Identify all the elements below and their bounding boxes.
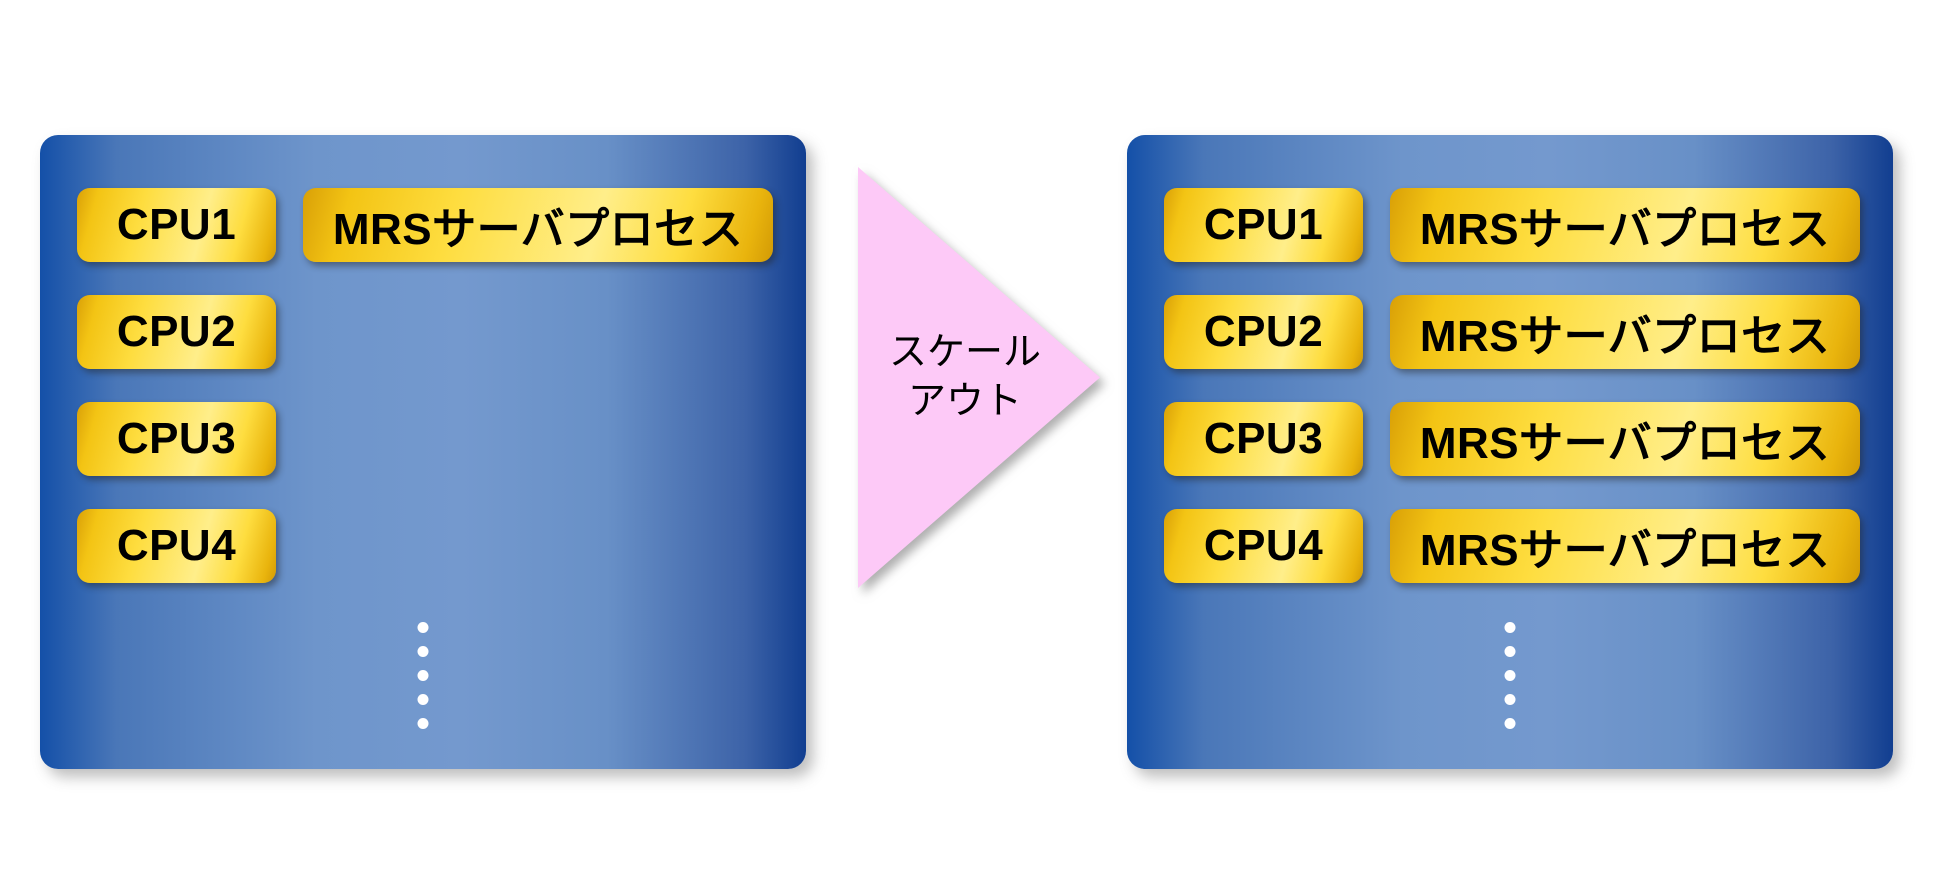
ellipsis-dot [1504,646,1516,657]
arrow-label: スケール アウト [858,328,1072,427]
cpu-chip: CPU2 [1164,295,1363,369]
server-panel-before: CPU1 MRSサーバプロセス CPU2 CPU3 CPU4 [40,135,806,769]
process-chip: MRSサーバプロセス [1390,295,1860,369]
ellipsis-dots [417,622,429,729]
arrow-label-line1: スケール [888,331,1041,374]
ellipsis-dots [1504,622,1516,729]
ellipsis-dot [417,718,429,729]
ellipsis-dot [1504,670,1516,681]
cpu-chip: CPU4 [1164,509,1363,583]
cpu-chip: CPU3 [1164,402,1363,476]
scale-out-arrow: スケール アウト [858,167,1100,588]
cpu-chip: CPU1 [1164,188,1363,262]
ellipsis-dot [1504,718,1516,729]
ellipsis-dot [1504,694,1516,705]
process-chip: MRSサーバプロセス [1390,188,1860,262]
ellipsis-dot [417,694,429,705]
process-chip: MRSサーバプロセス [303,188,773,262]
ellipsis-dot [417,622,429,633]
process-chip: MRSサーバプロセス [1390,509,1860,583]
server-panel-after: CPU1 MRSサーバプロセス CPU2 MRSサーバプロセス CPU3 MRS… [1127,135,1893,769]
cpu-chip: CPU4 [77,509,276,583]
arrow-label-line2: アウト [907,380,1022,423]
ellipsis-dot [417,646,429,657]
process-chip: MRSサーバプロセス [1390,402,1860,476]
cpu-chip: CPU1 [77,188,276,262]
ellipsis-dot [1504,622,1516,633]
cpu-chip: CPU3 [77,402,276,476]
cpu-chip: CPU2 [77,295,276,369]
ellipsis-dot [417,670,429,681]
